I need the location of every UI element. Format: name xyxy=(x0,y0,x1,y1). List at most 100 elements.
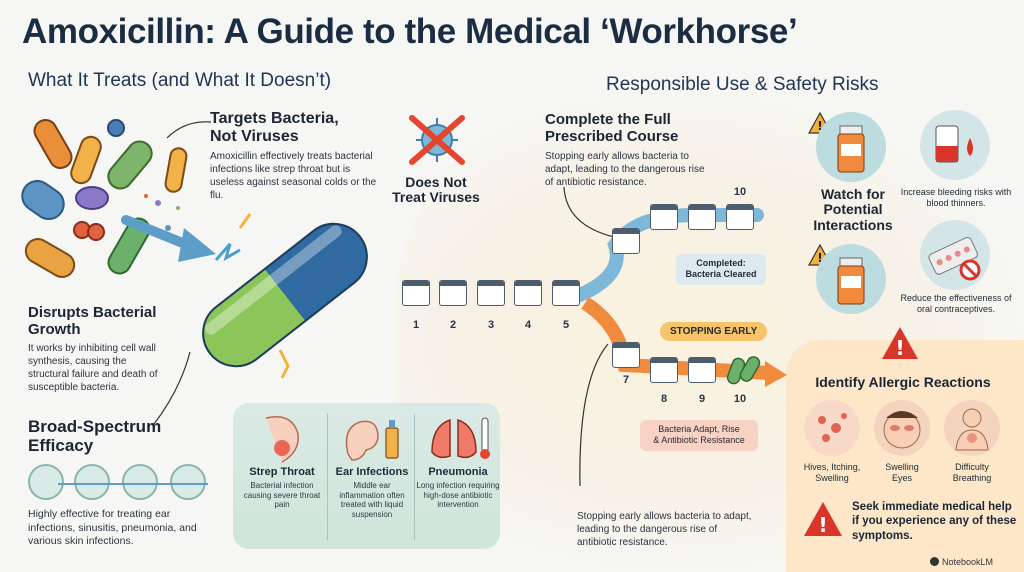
course-title-line1: Complete the Full xyxy=(545,111,671,128)
symptom-breathing: Difficulty Breathing xyxy=(932,462,1012,485)
course-title-line2: Prescribed Course xyxy=(545,127,679,145)
condition-name: Ear Infections xyxy=(335,466,409,478)
bleeding-note: Increase bleeding risks with blood thinn… xyxy=(900,187,1012,209)
svg-text:!: ! xyxy=(817,119,822,133)
brand-icon xyxy=(930,557,939,566)
left-section-heading: What It Treats (and What It Doesn’t) xyxy=(28,70,332,91)
interactions-line3: Interactions xyxy=(813,216,893,233)
allergy-title: Identify Allergic Reactions xyxy=(815,374,991,390)
resistance-line2: & Antibiotic Resistance xyxy=(653,435,745,446)
calendar-icon xyxy=(514,280,542,306)
symptom-line1: Difficulty xyxy=(955,462,989,472)
condition-desc: Bacterial infection causing severe throa… xyxy=(243,481,321,510)
symptom-hives: Hives, Itching, Swelling xyxy=(792,462,872,485)
lungs-thermometer-icon xyxy=(431,417,490,459)
bacteria-illustration xyxy=(21,119,188,278)
broad-title: Broad-Spectrum Efficacy xyxy=(28,417,162,455)
calendar-icon xyxy=(477,280,505,306)
brand-logo: NotebookLM xyxy=(930,557,993,567)
completed-line2: Bacteria Cleared xyxy=(685,269,757,280)
resistance-line1: Bacteria Adapt, Rise xyxy=(658,424,740,434)
condition-strep: Strep Throat Bacterial infection causing… xyxy=(240,410,324,510)
condition-ear: Ear Infections Middle ear inflammation o… xyxy=(330,410,414,519)
stopping-early-badge: STOPPING EARLY xyxy=(660,322,768,341)
interactions-line2: Potential xyxy=(823,201,883,218)
interactions-title: Watch for Potential Interactions xyxy=(808,186,898,233)
broad-title-line1: Broad-Spectrum xyxy=(28,417,162,436)
calendar-icon xyxy=(612,342,640,368)
symptom-line2: Eyes xyxy=(891,473,912,484)
divider xyxy=(414,414,415,540)
ear-drops-icon xyxy=(345,420,399,461)
day-number: 2 xyxy=(449,319,457,331)
resistant-bacteria-icon xyxy=(726,356,761,385)
capsule-icon xyxy=(202,213,368,379)
calendar-icon xyxy=(439,280,467,306)
calendar-icon xyxy=(612,228,640,254)
course-title: Complete the Full Prescribed Course xyxy=(545,111,679,145)
pill-bottle-icon xyxy=(816,244,886,314)
calendar-icon xyxy=(688,357,716,383)
right-section-heading: Responsible Use & Safety Risks xyxy=(606,74,879,95)
broad-title-line2: Efficacy xyxy=(28,435,94,455)
ear-icon xyxy=(28,464,64,500)
throat-icon xyxy=(265,416,299,463)
targets-body: Amoxicillin effectively treats bacterial… xyxy=(210,151,377,201)
alert-icon: ! xyxy=(882,327,918,360)
interactions-line1: Watch for xyxy=(820,186,886,202)
calendar-icon xyxy=(650,204,678,230)
condition-name: Pneumonia xyxy=(428,466,488,478)
callout-line xyxy=(166,121,212,139)
broad-body: Highly effective for treating ear infect… xyxy=(28,508,197,548)
completed-line1: Completed: xyxy=(696,258,746,268)
day-number: 4 xyxy=(524,319,532,331)
svg-text:!: ! xyxy=(818,513,827,537)
disrupts-title-line2: Growth xyxy=(28,320,81,338)
day-number: 7 xyxy=(622,374,630,386)
page-title: Amoxicillin: A Guide to the Medical ‘Wor… xyxy=(22,12,798,51)
svg-text:!: ! xyxy=(817,251,822,265)
virus-label: Does Not Treat Viruses xyxy=(386,174,486,206)
contraceptive-pack-icon xyxy=(920,220,990,290)
symptom-line2: Breathing xyxy=(952,473,992,484)
hives-icon xyxy=(804,400,860,456)
targets-title-line2: Not Viruses xyxy=(210,127,299,145)
virus-label-line2: Treat Viruses xyxy=(392,189,480,206)
symptom-line2: Swelling xyxy=(815,473,849,484)
targets-title: Targets Bacteria, Not Viruses xyxy=(210,110,339,145)
pill-bottle-icon xyxy=(816,112,886,182)
callout-line-disrupts xyxy=(153,351,191,425)
course-body: Stopping early allows bacteria to adapt,… xyxy=(545,151,705,188)
virus-label-line1: Does Not xyxy=(405,174,467,190)
symptom-line1: Hives, Itching, xyxy=(803,462,861,472)
virus-crossed-icon xyxy=(409,115,465,165)
body-parts-icons xyxy=(28,464,218,500)
swollen-eyes-icon xyxy=(874,400,930,456)
day-number: 8 xyxy=(660,393,668,405)
calendar-icon xyxy=(688,204,716,230)
breathing-icon xyxy=(944,400,1000,456)
disrupts-body: It works by inhibiting cell wall synthes… xyxy=(28,343,158,393)
day-number: 9 xyxy=(698,393,706,405)
targets-title-line1: Targets Bacteria, xyxy=(210,110,339,127)
arrow-line xyxy=(58,483,208,485)
symptom-line1: Swelling xyxy=(885,462,919,472)
callout-line-stop xyxy=(579,343,609,487)
condition-name: Strep Throat xyxy=(249,466,315,478)
bottom-note: Stopping early allows bacteria to adapt,… xyxy=(577,511,752,548)
disrupts-title-line1: Disrupts Bacterial xyxy=(28,304,157,321)
nose-icon xyxy=(74,464,110,500)
divider xyxy=(327,414,328,540)
day-number: 10 xyxy=(733,393,747,405)
calendar-icon xyxy=(402,280,430,306)
day-number: 10 xyxy=(733,186,747,198)
lungs-icon xyxy=(122,464,158,500)
brand-text: NotebookLM xyxy=(942,557,994,567)
completed-label: Completed: Bacteria Cleared xyxy=(676,254,766,285)
arrow-to-capsule xyxy=(121,215,216,262)
disrupts-title: Disrupts Bacterial Growth xyxy=(28,304,157,338)
calendar-icon xyxy=(552,280,580,306)
calendar-icon xyxy=(726,204,754,230)
resistance-label: Bacteria Adapt, Rise & Antibiotic Resist… xyxy=(640,420,758,451)
condition-pneumonia: Pneumonia Long infection requiring high-… xyxy=(416,410,500,510)
